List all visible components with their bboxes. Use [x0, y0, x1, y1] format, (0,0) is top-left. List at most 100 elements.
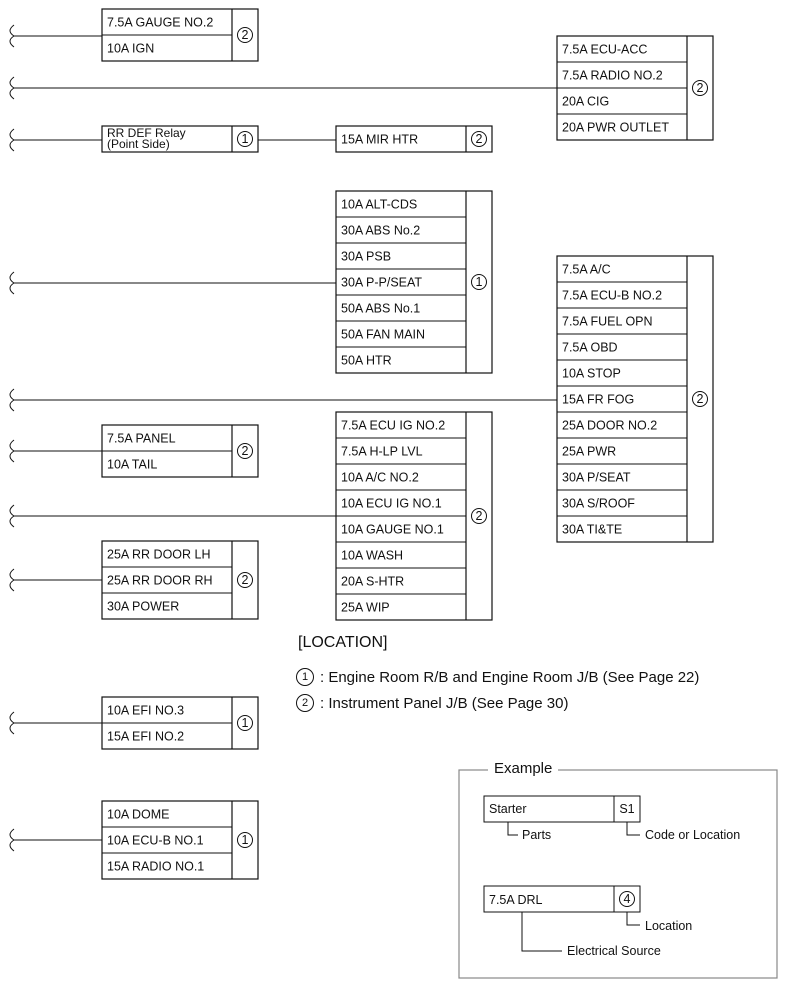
fuse-label: 10A IGN — [107, 42, 154, 56]
fuse-label-line: 7.5A PANEL — [107, 432, 176, 446]
fuse-label: 25A PWR — [562, 445, 616, 459]
fuse-label-line: 20A CIG — [562, 95, 609, 109]
fuse-label-line: 30A PSB — [341, 250, 391, 264]
fuse-label-line: 15A FR FOG — [562, 393, 634, 407]
wire-break-symbol — [9, 388, 15, 412]
fuse-label-line: 10A GAUGE NO.1 — [341, 523, 444, 537]
location-circle — [471, 508, 487, 524]
fuse-label: 25A WIP — [341, 601, 390, 615]
fuse-label-line: (Point Side) — [107, 137, 170, 151]
fuse-label: 20A S-HTR — [341, 575, 404, 589]
fuse-label: 7.5A ECU IG NO.2 — [341, 419, 445, 433]
fuse-group: 7.5A PANEL 10A TAIL 2 — [101, 424, 259, 478]
location-code: 2 — [476, 132, 483, 146]
wire-break-symbol — [9, 439, 15, 463]
fuse-label: 7.5A A/C — [562, 263, 611, 277]
example-parts-code: S1 — [619, 802, 634, 816]
fuse-label: 30A POWER — [107, 600, 179, 614]
wire-break-symbol — [9, 828, 15, 852]
example-leader — [626, 912, 640, 926]
location-code-circle: 1 — [296, 668, 314, 686]
fuse-label: 10A EFI NO.3 — [107, 704, 184, 718]
location-circle — [471, 274, 487, 290]
fuse-label-line: 7.5A ECU IG NO.2 — [341, 419, 445, 433]
location-text: : Engine Room R/B and Engine Room J/B (S… — [320, 668, 700, 686]
location-circle — [237, 572, 253, 588]
fuse-label-line: 20A PWR OUTLET — [562, 121, 669, 135]
fuse-label: 50A FAN MAIN — [341, 328, 425, 342]
example-location-circle — [619, 891, 635, 907]
fuse-label-line: 10A IGN — [107, 42, 154, 56]
fuse-label: 25A RR DOOR RH — [107, 574, 213, 588]
fuse-label: 15A EFI NO.2 — [107, 730, 184, 744]
fuse-label-line: 30A POWER — [107, 600, 179, 614]
example-frame — [458, 769, 778, 979]
fuse-label-line: 25A PWR — [562, 445, 616, 459]
location-circle — [237, 27, 253, 43]
example-leader — [507, 822, 518, 836]
example-leader — [521, 912, 562, 952]
fuse-label: 7.5A ECU-ACC — [562, 43, 647, 57]
wires — [9, 24, 557, 852]
fuse-label-line: 25A RR DOOR RH — [107, 574, 213, 588]
fuse-label: 25A RR DOOR LH — [107, 548, 211, 562]
fuse-label-line: 50A HTR — [341, 354, 392, 368]
fuse-label-line: 7.5A A/C — [562, 263, 611, 277]
fuse-label: 7.5A RADIO NO.2 — [562, 69, 663, 83]
location-circle — [237, 443, 253, 459]
fuse-label: 10A ECU-B NO.1 — [107, 834, 204, 848]
fuse-label: 7.5A FUEL OPN — [562, 315, 653, 329]
example-code-caption: Code or Location — [645, 828, 740, 842]
location-item-1: 1 : Engine Room R/B and Engine Room J/B … — [296, 668, 699, 686]
example-parts-caption: Parts — [522, 828, 551, 842]
fuse-label-line: 20A S-HTR — [341, 575, 404, 589]
wire-break-symbol — [9, 568, 15, 592]
fuse-label-line: 30A P-P/SEAT — [341, 276, 422, 290]
fuse-label-line: 30A TI&TE — [562, 523, 622, 537]
fuse-label: 10A WASH — [341, 549, 403, 563]
fuse-label-line: 50A ABS No.1 — [341, 302, 420, 316]
fuse-label-line: 7.5A FUEL OPN — [562, 315, 653, 329]
fuse-label-line: 7.5A RADIO NO.2 — [562, 69, 663, 83]
fuse-label: 10A TAIL — [107, 458, 157, 472]
fuse-group: RR DEF Relay(Point Side)1 — [101, 125, 259, 153]
fuse-label: 7.5A GAUGE NO.2 — [107, 16, 213, 30]
location-title: [LOCATION] — [298, 634, 388, 651]
fuse-label-line: 15A RADIO NO.1 — [107, 860, 204, 874]
fuse-label-line: 30A P/SEAT — [562, 471, 631, 485]
fuse-label: 50A ABS No.1 — [341, 302, 420, 316]
location-code: 1 — [242, 833, 249, 847]
wire-break-symbol — [9, 24, 15, 48]
fuse-label: 30A TI&TE — [562, 523, 622, 537]
fuse-label: 30A PSB — [341, 250, 391, 264]
fuse-label: 30A S/ROOF — [562, 497, 635, 511]
fuse-label: 50A HTR — [341, 354, 392, 368]
fuse-group: 7.5A ECU-ACC 7.5A RADIO NO.2 20A CIG 20A PW… — [556, 35, 714, 141]
wire-break-symbol — [9, 711, 15, 735]
fuse-label-line: 7.5A OBD — [562, 341, 618, 355]
fuse-group: 7.5A A/C7.5A ECU-B NO.27.5A FUEL OPN7.5A… — [556, 255, 714, 543]
fuse-label: 15A RADIO NO.1 — [107, 860, 204, 874]
example-leader — [626, 822, 640, 836]
location-code: 2 — [697, 81, 704, 95]
wire-break-symbol — [9, 76, 15, 100]
fuse-label-line: 50A FAN MAIN — [341, 328, 425, 342]
fuse-label: 10A STOP — [562, 367, 621, 381]
fuse-label-line: 25A WIP — [341, 601, 390, 615]
location-circle — [471, 131, 487, 147]
location-code: 1 — [476, 275, 483, 289]
example-location-code: 4 — [624, 892, 631, 906]
location-item-2: 2 : Instrument Panel J/B (See Page 30) — [296, 694, 568, 712]
example-parts-label: Starter — [489, 802, 527, 816]
fuse-label-line: 15A EFI NO.2 — [107, 730, 184, 744]
location-circle — [237, 832, 253, 848]
location-code: 2 — [242, 444, 249, 458]
